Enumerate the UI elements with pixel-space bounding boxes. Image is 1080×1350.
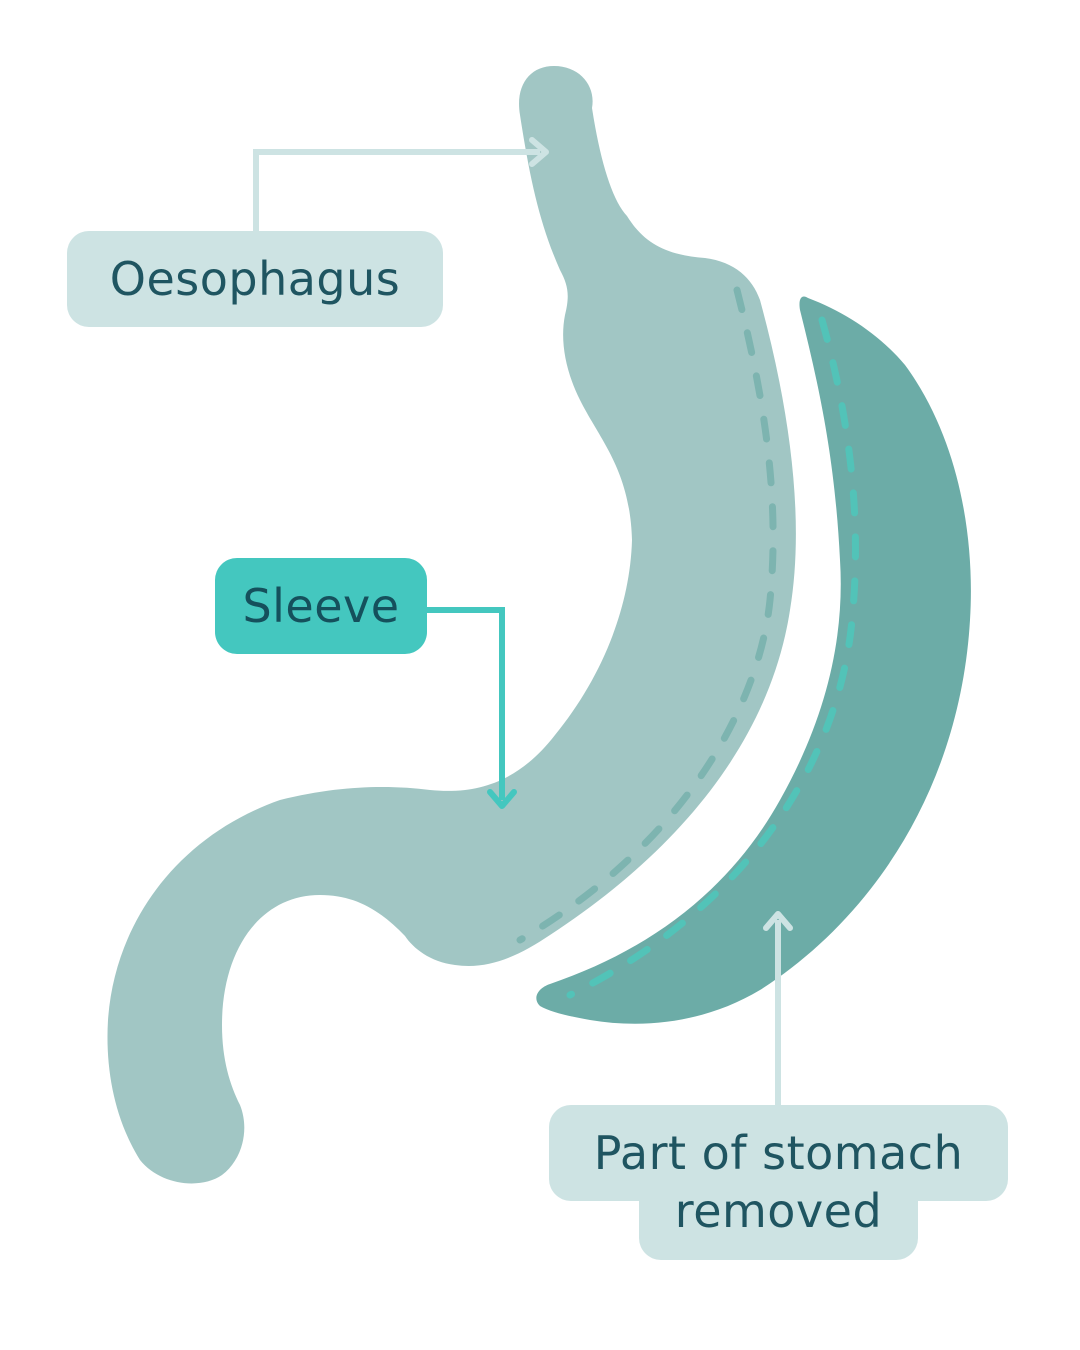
- sleeve-connector: [427, 607, 505, 800]
- sleeve-staple-line: [516, 286, 777, 944]
- sleeve-arrowhead: [487, 789, 517, 809]
- removed-label-line-1: Part of stomach: [593, 1126, 964, 1180]
- removed-staple-line: [566, 316, 859, 999]
- removed-arrowhead: [763, 911, 793, 931]
- sleeve-label: Sleeve: [215, 558, 427, 654]
- oesophagus-label: Oesophagus: [67, 231, 443, 327]
- stomach-sleeve-shape: [107, 66, 796, 1184]
- removed-stomach-shape: [536, 296, 971, 1024]
- oesophagus-arrowhead: [529, 137, 549, 167]
- removed-label-line-2: removed: [674, 1184, 883, 1238]
- removed-label-box-lower: [639, 1170, 918, 1260]
- oesophagus-connector: [253, 149, 540, 231]
